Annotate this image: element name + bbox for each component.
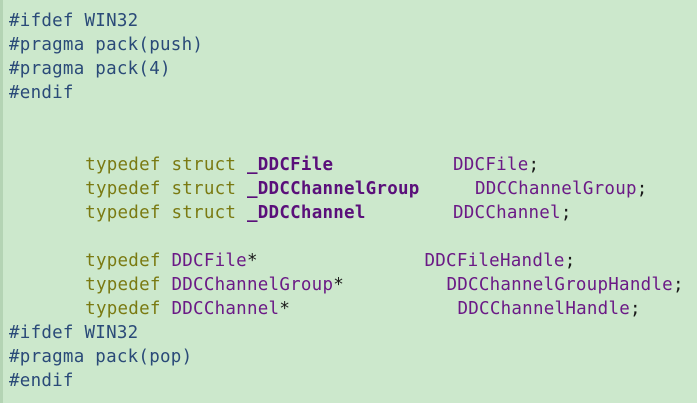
- semicolon: ;: [672, 275, 684, 295]
- pointer-star: *: [246, 251, 258, 271]
- struct-tag: _DDCChannelGroup: [246, 179, 420, 199]
- pointer-star: *: [333, 275, 345, 295]
- code-line-typedef-struct: typedef struct _DDCChannelGroup DDCChanne…: [42, 153, 648, 199]
- pointer-base-type: DDCChannel: [171, 299, 280, 319]
- pointer-star: *: [279, 299, 291, 319]
- pointer-base-type: DDCFile: [171, 251, 247, 271]
- handle-alias: DDCChannelHandle: [457, 299, 631, 319]
- struct-tag: _DDCChannel: [246, 203, 366, 223]
- handle-alias: DDCChannelGroupHandle: [446, 275, 673, 295]
- semicolon: ;: [630, 299, 641, 319]
- code-line-typedef-struct: typedef struct _DDCFile DDCFile;: [42, 129, 539, 175]
- preprocessor-line: #endif: [9, 371, 74, 391]
- preprocessor-line: #ifdef WIN32: [9, 11, 139, 31]
- semicolon: ;: [564, 251, 576, 271]
- keyword-typedef: typedef: [85, 179, 161, 199]
- semicolon: ;: [636, 179, 648, 199]
- preprocessor-line: #pragma pack(push): [9, 35, 204, 55]
- code-line-typedef-pointer: typedef DDCFile* DDCFileHandle;: [42, 225, 575, 271]
- keyword-struct: struct: [171, 155, 237, 175]
- keyword-struct: struct: [171, 203, 237, 223]
- struct-tag: _DDCFile: [246, 155, 334, 175]
- preprocessor-line: #ifdef WIN32: [9, 323, 139, 343]
- code-line-typedef-pointer: typedef DDCChannel*DDCChannelHandle;: [42, 273, 641, 319]
- semicolon: ;: [528, 155, 540, 175]
- keyword-typedef: typedef: [85, 251, 161, 271]
- keyword-typedef: typedef: [85, 275, 161, 295]
- keyword-typedef: typedef: [85, 299, 161, 319]
- keyword-typedef: typedef: [85, 155, 161, 175]
- handle-alias: DDCFileHandle: [424, 251, 565, 271]
- keyword-typedef: typedef: [85, 203, 161, 223]
- pointer-base-type: DDCChannelGroup: [171, 275, 334, 295]
- preprocessor-line: #pragma pack(4): [9, 59, 171, 79]
- code-line-typedef-struct: typedef struct _DDCChannel DDCChannel;: [42, 177, 572, 223]
- type-alias: DDCChannel: [452, 203, 561, 223]
- type-alias: DDCChannelGroup: [474, 179, 637, 199]
- preprocessor-line: #pragma pack(pop): [9, 347, 193, 367]
- keyword-struct: struct: [171, 179, 237, 199]
- type-alias: DDCFile: [452, 155, 529, 175]
- preprocessor-line: #endif: [9, 83, 74, 103]
- semicolon: ;: [560, 203, 572, 223]
- code-line-typedef-pointer: typedef DDCChannelGroup*DDCChannelGroupH…: [42, 249, 684, 295]
